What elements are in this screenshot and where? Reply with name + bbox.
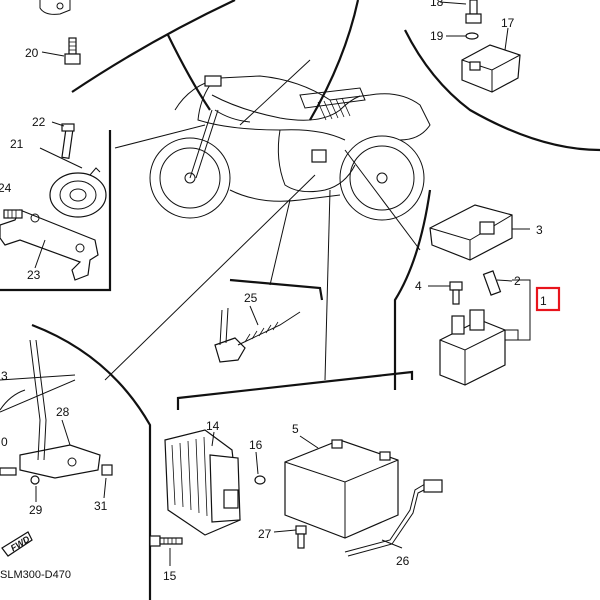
- part-17-relay: [461, 27, 521, 93]
- callout-18: 18: [430, 0, 444, 9]
- part-22-bolt: [51, 121, 75, 159]
- callout-20: 20: [25, 46, 39, 60]
- callout-19: 19: [430, 29, 444, 43]
- part-21-horn: [39, 147, 107, 218]
- part-20-bolt: [41, 37, 81, 65]
- callout-5: 5: [292, 422, 299, 436]
- callout-23: 23: [27, 268, 41, 282]
- callout-15: 15: [163, 569, 177, 583]
- callout-31: 31: [94, 499, 108, 513]
- callout-1: 1: [540, 294, 547, 308]
- part-31-nut: [101, 464, 113, 499]
- callout-partial-0: 0: [1, 435, 8, 449]
- part-23-bracket: [0, 209, 99, 281]
- fwd-arrow-icon: FWD: [1, 531, 33, 557]
- part-15-bolt: [149, 535, 183, 566]
- highlight-box: [535, 286, 561, 312]
- callout-26: 26: [396, 554, 410, 568]
- part-18-bolt: [439, 0, 482, 24]
- callout-labels: 3 0 18 1 2 3 4 5 14 15 16 17 19 20 21 22…: [0, 0, 547, 583]
- callout-partial-3: 3: [1, 369, 8, 383]
- part-25-switch: [214, 305, 301, 363]
- part-24-bolt: [3, 209, 23, 219]
- callout-27: 27: [258, 527, 272, 541]
- callout-24: 24: [0, 181, 12, 195]
- part-28-sensor-bracket: [19, 339, 101, 479]
- part-2-fuse: [482, 270, 513, 296]
- callout-2: 2: [514, 274, 521, 288]
- motorcycle-illustration: [149, 75, 431, 221]
- part-27-bolt: [273, 525, 307, 549]
- callout-21: 21: [10, 137, 24, 151]
- part-29-bolt: [0, 467, 40, 502]
- callout-25: 25: [244, 291, 258, 305]
- part-16-washer: [254, 451, 266, 485]
- callout-28: 28: [56, 405, 70, 419]
- leader-lines: [104, 59, 421, 381]
- callout-16: 16: [249, 438, 263, 452]
- callout-4: 4: [415, 279, 422, 293]
- callout-3: 3: [536, 223, 543, 237]
- callout-22: 22: [32, 115, 46, 129]
- callout-17: 17: [501, 16, 515, 30]
- part-5-battery: [284, 435, 399, 539]
- part-fragment-top-left: [39, 0, 71, 15]
- part-26-battery-lead: [344, 479, 443, 557]
- part-14-rectifier: [164, 429, 241, 536]
- part-fragment-left: [0, 374, 76, 413]
- part-3-cover: [429, 204, 530, 261]
- drawing-code: SLM300-D470: [0, 569, 71, 581]
- callout-14: 14: [206, 419, 220, 433]
- callout-29: 29: [29, 503, 43, 517]
- part-4-bolt: [428, 281, 463, 305]
- part-1-starter-relay: [439, 279, 531, 386]
- part-19-washer: [446, 32, 479, 40]
